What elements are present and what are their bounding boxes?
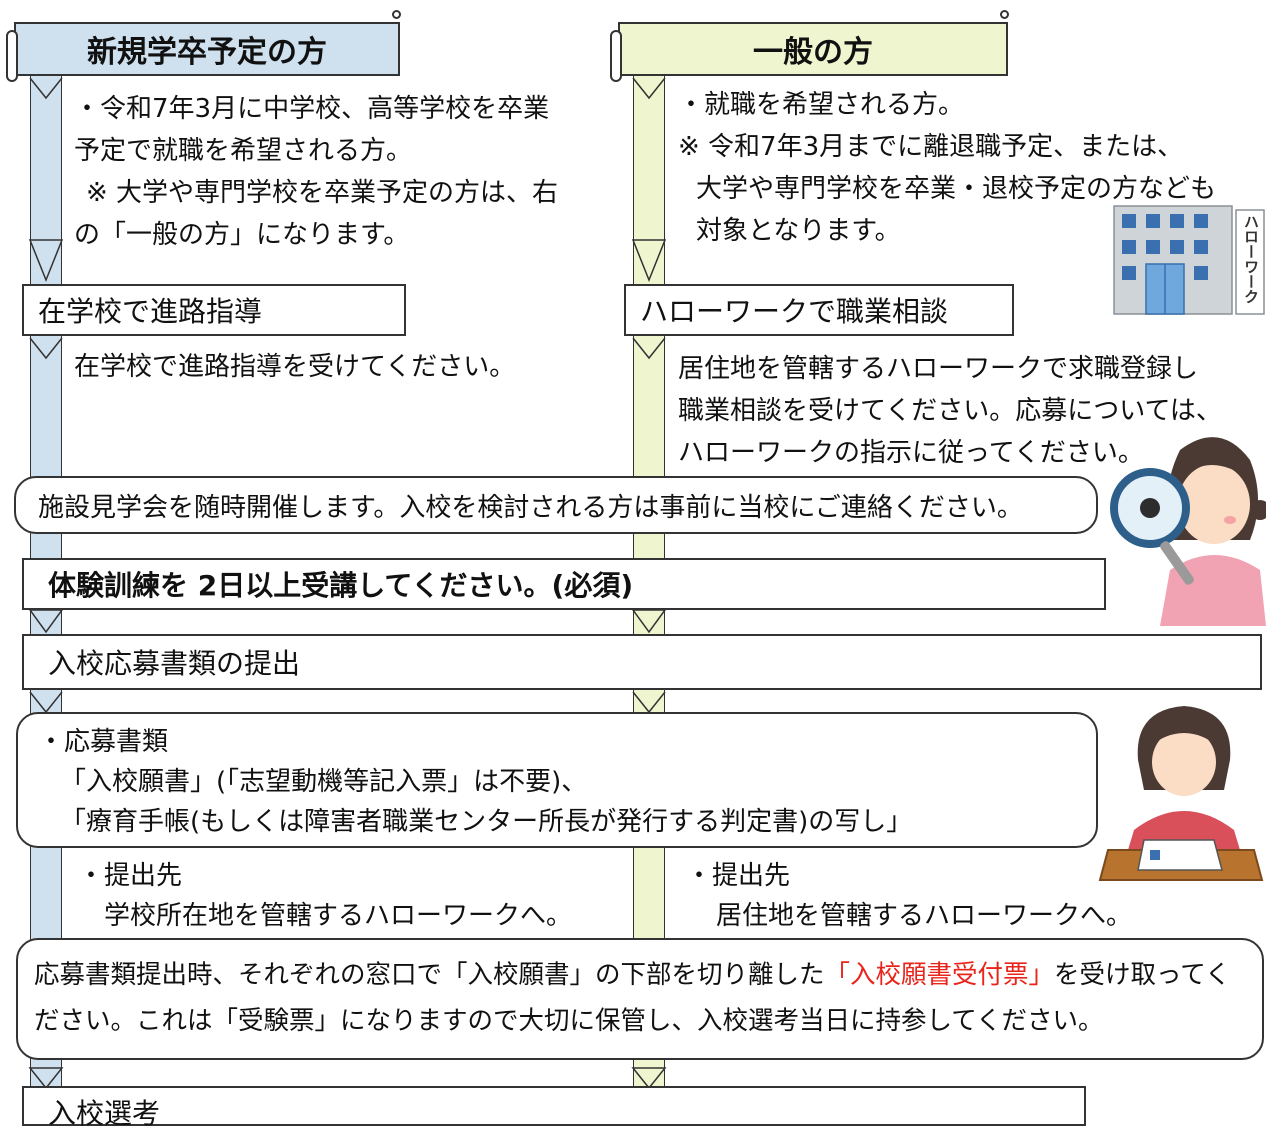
left-scroll-curl — [6, 30, 18, 82]
right-desc-line: ※ 令和7年3月までに離退職予定、または、 — [678, 132, 1184, 162]
right-scroll-curl — [610, 30, 622, 82]
right-arrow-1 — [631, 77, 667, 1090]
right-step-line: ハローワークの指示に従ってください。 — [678, 438, 1144, 468]
left-column-title: 新規学卒予定の方 — [14, 22, 400, 76]
left-step-guidance: 在学校で進路指導 — [22, 284, 406, 336]
final-step-text: 入校選考 — [48, 1097, 161, 1130]
right-step-title: ハローワークで職業相談 — [640, 295, 949, 328]
left-submit-to-label: ・提出先 — [78, 861, 183, 891]
receipt-highlight: 「入校願書受付票」 — [824, 960, 1055, 990]
hello-work-building-icon — [1113, 205, 1265, 315]
trial-training-box: 体験訓練を 2日以上受講してください。(必須) — [22, 558, 1106, 610]
tour-notice-box: 施設見学会を随時開催します。入校を検討される方は事前に当校にご連絡ください。 — [14, 476, 1098, 534]
right-desc-line: 大学や専門学校を卒業・退校予定の方なども — [696, 174, 1217, 204]
left-desc-line: ・令和7年3月に中学校、高等学校を卒業 — [74, 94, 550, 124]
right-column-description: ・就職を希望される方。 ※ 令和7年3月までに離退職予定、または、 大学や専門学… — [678, 84, 1216, 252]
receipt-notice-box: 応募書類提出時、それぞれの窓口で「入校願書」の下部を切り離した「入校願書受付票」… — [16, 938, 1264, 1060]
documents-line-1: 「入校願書」(「志望動機等記入票」は不要)、 — [60, 767, 588, 797]
right-column-title-text: 一般の方 — [753, 35, 873, 70]
left-desc-line: ※ 大学や専門学校を卒業予定の方は、右 — [86, 178, 559, 208]
left-step-title: 在学校で進路指導 — [38, 295, 263, 328]
receipt-line-1: 応募書類提出時、それぞれの窓口で「入校願書」の下部を切り離した「入校願書受付票」… — [34, 952, 1231, 998]
left-scroll-knob — [392, 10, 401, 19]
left-column-title-text: 新規学卒予定の方 — [87, 35, 327, 70]
left-submit-to: ・提出先 学校所在地を管轄するハローワークへ。 — [78, 856, 572, 936]
girl-magnifier-icon — [1110, 437, 1266, 626]
right-step-description: 居住地を管轄するハローワークで求職登録し 職業相談を受けてください。応募について… — [678, 348, 1222, 474]
application-submit-box: 入校応募書類の提出 — [22, 634, 1262, 690]
left-desc-line: の「一般の方」になります。 — [74, 220, 410, 250]
documents-box: ・応募書類 「入校願書」(「志望動機等記入票」は不要)、 「療育手帳(もしくは障… — [16, 712, 1098, 848]
right-submit-to-value: 居住地を管轄するハローワークへ。 — [716, 901, 1133, 931]
right-step-line: 居住地を管轄するハローワークで求職登録し — [678, 354, 1199, 384]
receipt-text-1: 応募書類提出時、それぞれの窓口で「入校願書」の下部を切り離した — [34, 960, 825, 990]
left-column-description: ・令和7年3月に中学校、高等学校を卒業 予定で就職を希望される方。 ※ 大学や専… — [74, 88, 558, 256]
left-arrow-1 — [28, 77, 64, 1090]
receipt-line-2: ださい。これは「受験票」になりますので大切に保管し、入校選考当日に持参してくださ… — [34, 1006, 1104, 1036]
right-step-line: 職業相談を受けてください。応募については、 — [678, 396, 1222, 426]
tour-notice-text: 施設見学会を随時開催します。入校を検討される方は事前に当校にご連絡ください。 — [38, 492, 1023, 523]
receipt-text-2: を受け取ってく — [1054, 960, 1231, 990]
girl-writing-icon — [1098, 706, 1264, 881]
trial-training-text: 体験訓練を 2日以上受講してください。(必須) — [48, 569, 634, 602]
left-step-description: 在学校で進路指導を受けてください。 — [74, 352, 516, 382]
right-scroll-knob — [1000, 10, 1009, 19]
final-step-box: 入校選考 — [22, 1086, 1086, 1130]
right-column-title: 一般の方 — [618, 22, 1008, 76]
hello-work-sign-text: ハローワーク — [1242, 214, 1260, 304]
documents-label: ・応募書類 — [38, 727, 169, 757]
right-step-consultation: ハローワークで職業相談 — [624, 284, 1014, 336]
application-submit-text: 入校応募書類の提出 — [48, 647, 301, 680]
right-submit-to: ・提出先 居住地を管轄するハローワークへ。 — [686, 856, 1132, 936]
right-submit-to-label: ・提出先 — [686, 861, 791, 891]
left-submit-to-value: 学校所在地を管轄するハローワークへ。 — [104, 901, 573, 931]
left-desc-line: 予定で就職を希望される方。 — [74, 136, 413, 166]
right-desc-line: ・就職を希望される方。 — [678, 90, 965, 120]
documents-line-2: 「療育手帳(もしくは障害者職業センター所長が発行する判定書)の写し」 — [60, 807, 913, 837]
right-desc-line: 対象となります。 — [696, 216, 901, 246]
